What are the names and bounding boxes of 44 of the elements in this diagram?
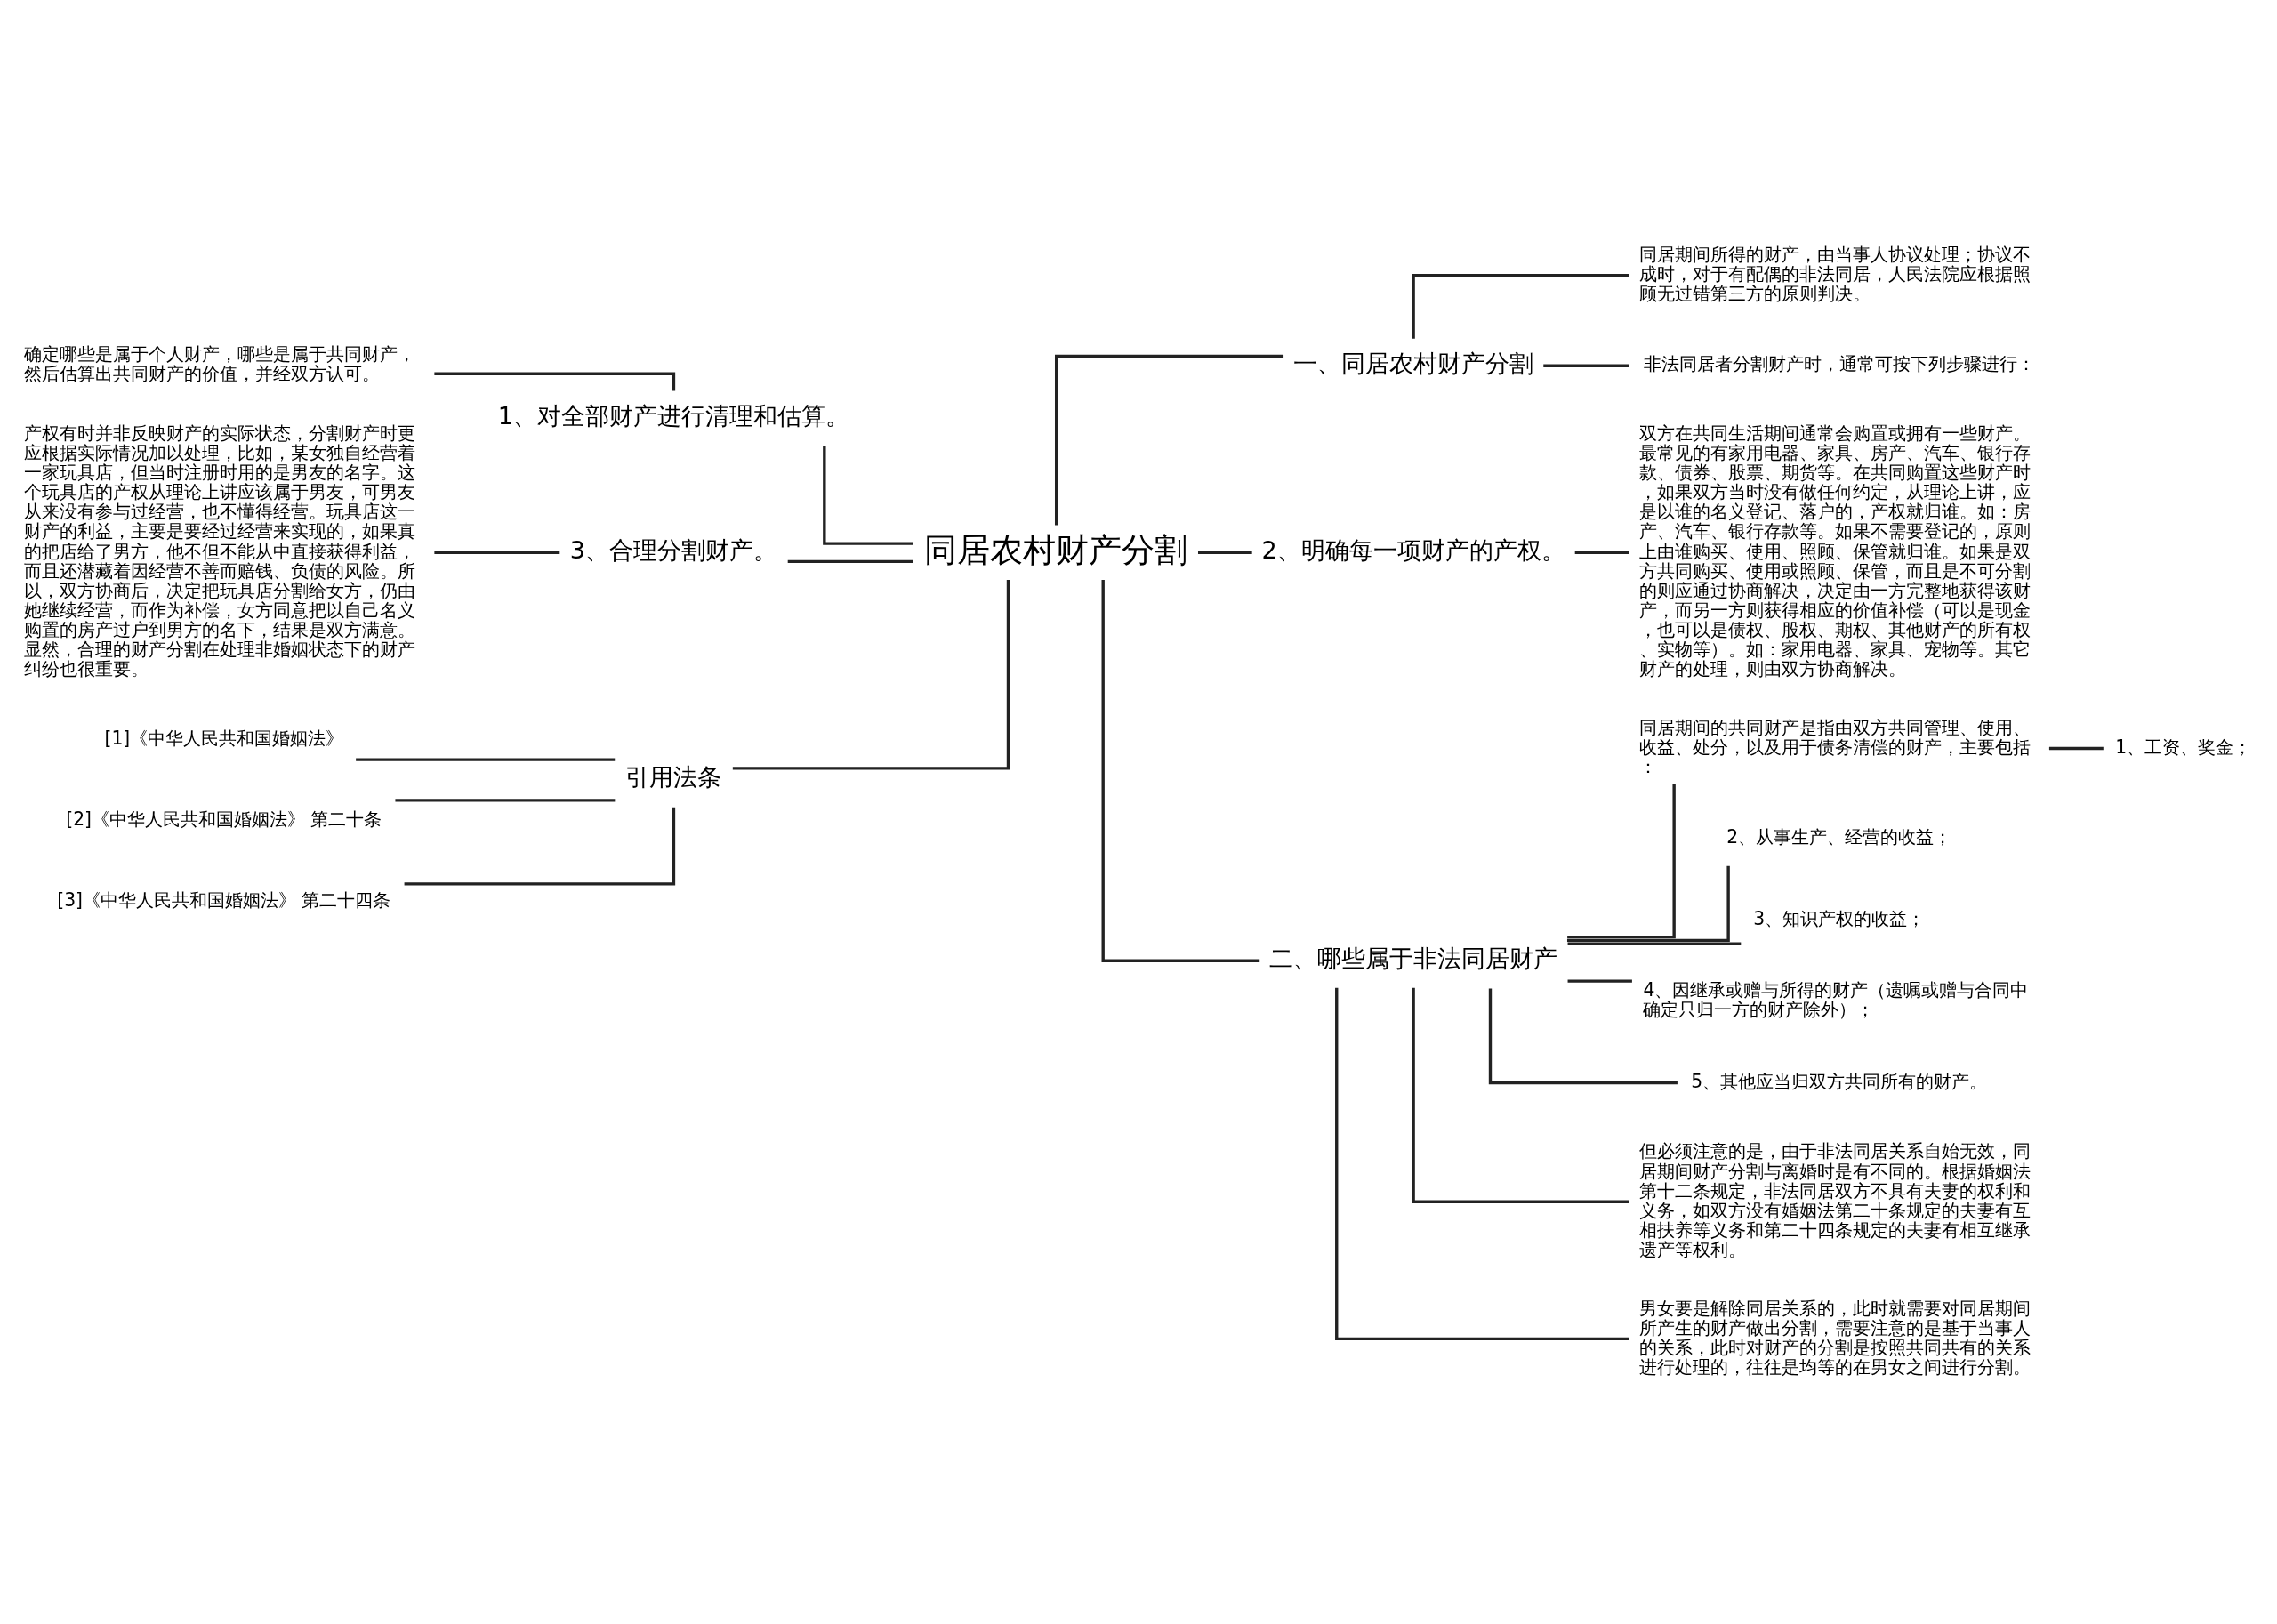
connector <box>823 446 913 545</box>
node-text: 引用法条 <box>625 763 722 792</box>
node-text: 一、同居农村财产分割 <box>1293 349 1534 377</box>
node-text: 3、知识产权的收益； <box>1753 907 1926 929</box>
node-text: 但必须注意的是，由于非法同居关系自始无效，同居期间财产分割与离婚时是有不同的。根据婚姻法第十二条规定，非法同居双方不具有夫妻的权利和义务，如双方没有婚姻法第二十条规定的夫妻有互相扶养等义务和第二十四条规定的夫妻有相互继承遗产等权利。 <box>1639 1140 2032 1260</box>
node-text: 非法同居者分割财产时，通常可按下列步骤进行： <box>1643 353 2035 375</box>
node-text: [2]《中华人民共和国婚姻法》 第二十条 <box>66 808 382 830</box>
node-text: 同居农村财产分割 <box>923 529 1187 569</box>
connector <box>1198 551 1252 554</box>
connector <box>1488 988 1678 1085</box>
connector <box>1574 551 1629 554</box>
node-text: 双方在共同生活期间通常会购置或拥有一些财产。最常见的有家用电器、家具、房产、汽车、银行存款、债券、股票、期货等。在共同购置这些财产时，如果双方当时没有做任何约定，从理论上讲，应是以谁的名义登记、落户的，产权就归谁。如：房产、汽车、银行存款等。如果不需要登记的，原则上由谁购买、使用、照顾、保管就归谁。如果是双方共同购买、使用或照顾、保管，而且是不可分割的则应通过协商解决，决定由一方完整地获得该财产，而另一方则获得相应的价值补偿（可以是现金，也可以是债权、股权、期权、其他财产的所有权、实物等）。如：家用电器、家具、宠物等。其它财产的处理，则由双方协商解决。 <box>1639 422 2032 679</box>
node-text: 二、哪些属于非法同居财产 <box>1269 944 1558 972</box>
connector <box>1567 784 1676 939</box>
connector <box>787 559 913 564</box>
connector <box>1412 273 1629 339</box>
connector <box>732 579 1010 770</box>
connector <box>1566 865 1730 943</box>
node-text: 3、合理分割财产。 <box>569 535 778 564</box>
connector <box>1543 364 1629 367</box>
connector <box>1567 942 1742 945</box>
node-text: 同居期间所得的财产，由当事人协议处理；协议不成时，对于有配偶的非法同居，人民法院应根据照顾无过错第三方的原则判决。 <box>1639 243 2032 304</box>
connector <box>2048 746 2104 751</box>
node-text: 同居期间的共同财产是指由双方共同管理、使用、收益、处分，以及用于债务清偿的财产，主要包括： <box>1639 716 2032 777</box>
node-text: 5、其他应当归双方共同所有的财产。 <box>1691 1070 1988 1092</box>
connector <box>356 758 616 761</box>
node-text: 产权有时并非反映财产的实际状态，分割财产时更应根据实际情况加以处理，比如，某女独自经营着一家玩具店，但当时注册时用的是男友的名字。这个玩具店的产权从理论上讲应该属于男友，可男友从来没有参与过经营，也不懂得经营。玩具店这一财产的利益，主要是要经过经营来实现的，如果真的把店给了男方，他不但不能从中直接获得利益，而且还潜藏着因经营不善而赔钱、负债的风险。所以，双方协商后，决定把玩具店分割给女方，仍由她继续经营，而作为补偿，女方同意把以自己名义购置的房产过户到男方的名下，结果是双方满意。显然，合理的财产分割在处理非婚姻状态下的财产纠纷也很重要。 <box>24 422 416 679</box>
connector <box>1101 580 1260 962</box>
node-text: [3]《中华人民共和国婚姻法》 第二十四条 <box>57 889 391 912</box>
node-text: 1、对全部财产进行清理和估算。 <box>497 401 850 430</box>
node-text: 4、因继承或赠与所得的财产（遗嘱或赠与合同中确定只归一方的财产除外）； <box>1643 979 2029 1021</box>
node-text: 男女要是解除同居关系的，此时就需要对同居期间所产生的财产做出分割，需要注意的是基于当事人的关系，此时对财产的分割是按照共同共有的关系进行处理的，往往是均等的在男女之间进行分割。 <box>1639 1297 2032 1378</box>
node-text: 确定哪些是属于个人财产，哪些是属于共同财产，然后估算出共同财产的价值，并经双方认可。 <box>24 343 416 385</box>
node-text: 2、从事生产、经营的收益； <box>1726 826 1952 848</box>
connector <box>1412 987 1629 1203</box>
connector <box>1335 987 1629 1341</box>
connector <box>1567 979 1632 983</box>
connector <box>434 551 560 554</box>
connector <box>395 799 616 802</box>
connector <box>1055 354 1284 526</box>
connector <box>404 807 676 886</box>
node-text: [1]《中华人民共和国婚姻法》 <box>104 727 344 749</box>
node-text: 1、工资、奖金； <box>2115 736 2252 758</box>
node-text: 2、明确每一项财产的产权。 <box>1261 535 1565 564</box>
